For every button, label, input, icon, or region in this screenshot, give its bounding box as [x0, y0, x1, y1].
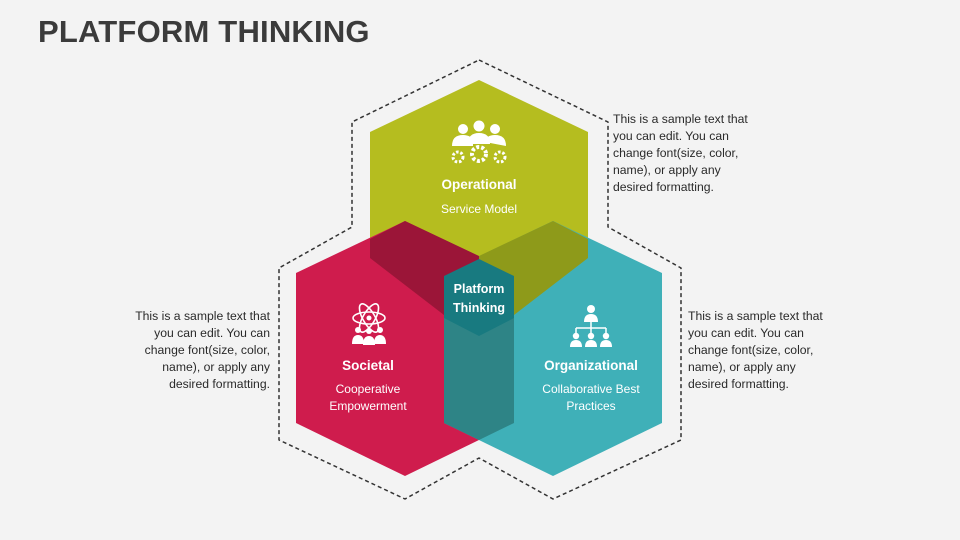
societal-subtitle-line2: Empowerment: [329, 399, 407, 413]
center-label-line2: Thinking: [453, 301, 505, 315]
team-gears-icon: [451, 120, 507, 164]
organizational-subtitle-line1: Collaborative Best: [542, 382, 640, 396]
societal-subtitle-line1: Cooperative: [336, 382, 401, 396]
center-hexagon: [444, 259, 514, 336]
atom-people-icon: [352, 303, 386, 345]
page-title: PLATFORM THINKING: [38, 14, 370, 49]
center-label-line1: Platform: [454, 282, 505, 296]
organizational-subtitle-line2: Practices: [566, 399, 615, 413]
societal-description: This is a sample text that you can edit.…: [135, 309, 270, 391]
organizational-title: Organizational: [544, 358, 638, 373]
dashed-outline: [278, 59, 682, 500]
operational-subtitle: Service Model: [441, 202, 517, 216]
overlap-societal-organizational: [444, 295, 514, 440]
operational-title: Operational: [441, 177, 516, 192]
societal-title: Societal: [342, 358, 394, 373]
org-chart-icon: [570, 305, 612, 347]
organizational-description: This is a sample text that you can edit.…: [688, 309, 823, 391]
operational-description: This is a sample text that you can edit.…: [613, 112, 748, 194]
